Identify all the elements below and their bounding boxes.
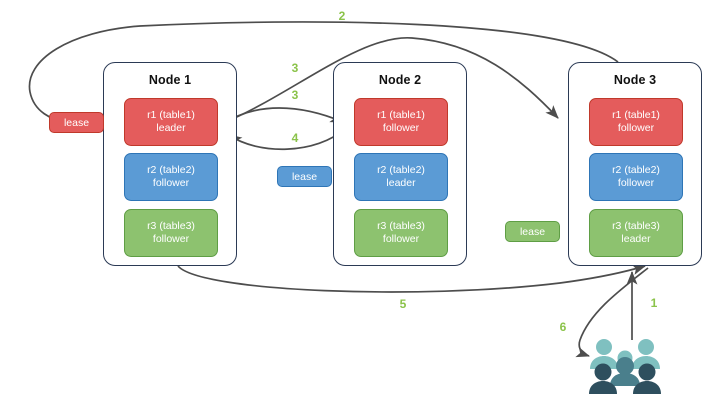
node-2-replica-r3[interactable]: r3 (table3) follower <box>354 209 448 257</box>
node-2-replica-r2-role: leader <box>386 177 416 189</box>
node-2-replica-r1-name: r1 (table1) <box>377 109 425 121</box>
node-2-box[interactable]: Node 2 r1 (table1) follower r2 (table2) … <box>333 62 467 266</box>
node-1-replica-r2-role: follower <box>152 177 190 189</box>
lease-badge-red[interactable]: lease <box>49 112 104 133</box>
lease-badge-blue[interactable]: lease <box>277 166 332 187</box>
node-3-replica-r1-role: follower <box>617 122 655 134</box>
step-label-5: 5 <box>399 297 407 311</box>
node-3-replica-r2[interactable]: r2 (table2) follower <box>589 153 683 201</box>
step-label-3a: 3 <box>291 61 299 75</box>
node-1-replica-r3-role: follower <box>152 233 190 245</box>
node-1-replica-r3[interactable]: r3 (table3) follower <box>124 209 218 257</box>
node-1-replica-r1-name: r1 (table1) <box>147 109 195 121</box>
node-1-replica-r2-name: r2 (table2) <box>147 164 195 176</box>
lease-badge-green[interactable]: lease <box>505 221 560 242</box>
users-icon <box>589 339 661 394</box>
step-label-4: 4 <box>291 131 299 145</box>
node-1-replica-r3-name: r3 (table3) <box>147 220 195 232</box>
node-1-title: Node 1 <box>148 73 192 87</box>
step-label-1: 1 <box>650 296 658 310</box>
node-2-replica-r2[interactable]: r2 (table2) leader <box>354 153 448 201</box>
node-1-replica-r1-role: leader <box>156 122 186 134</box>
node-2-replica-r3-name: r3 (table3) <box>377 220 425 232</box>
node-1-replica-r2[interactable]: r2 (table2) follower <box>124 153 218 201</box>
node-3-box[interactable]: Node 3 r1 (table1) follower r2 (table2) … <box>568 62 702 266</box>
step-label-3b: 3 <box>291 88 299 102</box>
node-2-title: Node 2 <box>378 73 422 87</box>
node-2-replica-r1-role: follower <box>382 122 420 134</box>
node-3-replica-r3-role: leader <box>621 233 651 245</box>
node-2-replica-r3-role: follower <box>382 233 420 245</box>
node-2-replica-r1[interactable]: r1 (table1) follower <box>354 98 448 146</box>
node-1-box[interactable]: Node 1 r1 (table1) leader r2 (table2) fo… <box>103 62 237 266</box>
node-3-replica-r1-name: r1 (table1) <box>612 109 660 121</box>
step-label-6: 6 <box>559 320 567 334</box>
node-3-replica-r3[interactable]: r3 (table3) leader <box>589 209 683 257</box>
node-3-replica-r3-name: r3 (table3) <box>612 220 660 232</box>
arrow-step-3b <box>222 107 344 125</box>
node-3-replica-r2-role: follower <box>617 177 655 189</box>
arrow-step-5 <box>177 264 646 293</box>
node-3-title: Node 3 <box>613 73 657 87</box>
node-2-replica-r2-name: r2 (table2) <box>377 164 425 176</box>
node-3-replica-r2-name: r2 (table2) <box>612 164 660 176</box>
node-3-replica-r1[interactable]: r1 (table1) follower <box>589 98 683 146</box>
step-label-2: 2 <box>338 9 346 23</box>
node-1-replica-r1[interactable]: r1 (table1) leader <box>124 98 218 146</box>
